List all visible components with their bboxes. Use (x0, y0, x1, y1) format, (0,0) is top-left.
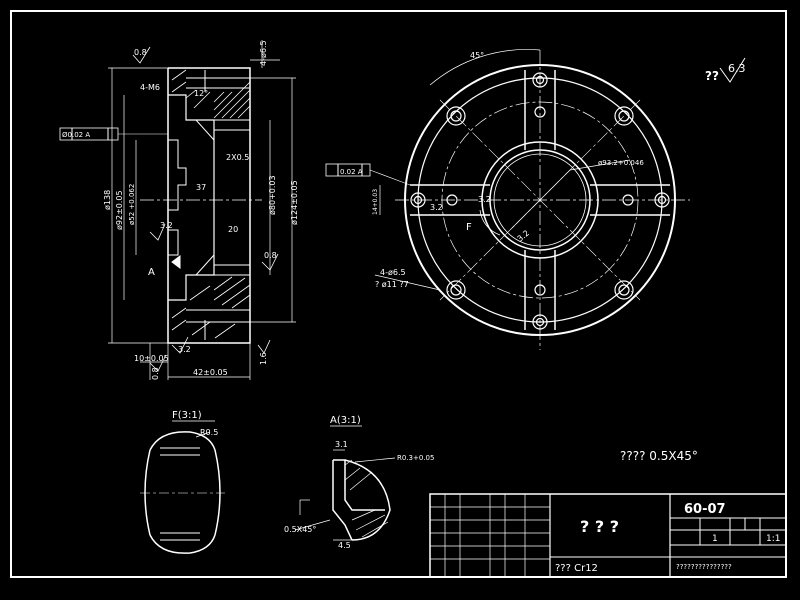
detail-a (294, 449, 396, 541)
dia-93-label: ø93.2+0.046 (598, 159, 644, 167)
title-name: ? ? ? (580, 517, 619, 536)
detail-a-dim-45: 4.5 (338, 541, 351, 550)
detail-f (140, 431, 225, 554)
detail-a-chamfer: 0.5X45° (284, 525, 316, 534)
title-bottom-text: ??????????????? (676, 563, 732, 571)
section-view (59, 40, 296, 380)
dim-2x05-label: 2X0.5 (226, 153, 249, 162)
detail-a-title: A(3:1) (330, 415, 361, 426)
dim-14-label: 14+0.03 (372, 189, 379, 215)
dia-124-label: ø124±0.05 (290, 180, 299, 225)
roughness-bottom-left-label: 0.8 (151, 367, 160, 380)
detail-f-radius: R0.5 (200, 428, 218, 437)
dim-42-label: 42±0.05 (193, 368, 228, 377)
dia-52-label: ø52 +0.062 (128, 184, 136, 225)
roughness-bottom-right-label: 1.6 (259, 352, 268, 365)
holes-label-1: 4-ø6.5 (380, 268, 406, 277)
dia-138-label: ø138 (103, 190, 112, 210)
thread-label: 4-M6 (140, 83, 160, 92)
title-material: ??? Cr12 (555, 563, 598, 574)
dim-10-label: 10±0.05 (134, 354, 169, 363)
hole-top-label: 4-ø6.5 (259, 40, 268, 66)
roughness-right-label: 0.8 (264, 251, 277, 260)
tolerance-frame-label: Ø0.02 A (62, 131, 90, 139)
roughness-32a-label: 3.2 (430, 203, 443, 212)
angle-12-label: 12° (194, 89, 208, 98)
roughness-bottom-mid-label: 3.2 (178, 345, 191, 354)
flatness-label: 0.02 A (340, 168, 363, 176)
angle-45-label: 45° (470, 51, 484, 60)
title-scale: 1:1 (766, 534, 780, 544)
detail-f-title: F(3:1) (172, 410, 202, 421)
title-qty: 1 (712, 534, 718, 544)
drawing-border (10, 10, 787, 578)
roughness-32c-label: 3.2 (516, 228, 532, 243)
dim-20-label: 20 (228, 225, 238, 234)
roughness-note-prefix: ?? (705, 69, 719, 83)
plan-view (325, 49, 746, 350)
detail-a-radius: R0.3+0.05 (397, 454, 434, 462)
holes-label-2: ? ø11 ?7 (375, 280, 409, 289)
dia-80-label: ø80+0.03 (268, 175, 277, 215)
title-block (429, 493, 787, 578)
roughness-left-label: 3.2 (160, 221, 173, 230)
datum-a-label: A (148, 267, 155, 278)
angle-37-label: 37 (196, 183, 206, 192)
label-f: F (466, 222, 472, 233)
roughness-top-label: 0.8 (134, 48, 147, 57)
chamfer-note: ???? 0.5X45° (620, 449, 698, 463)
detail-a-dim-31: 3.1 (335, 440, 348, 449)
roughness-note-value: 6.3 (728, 62, 746, 75)
roughness-32b-label: 3.2 (478, 195, 491, 204)
dia-92-label: ø92±0.05 (115, 190, 124, 230)
title-drawing-number: 60-07 (684, 502, 726, 517)
